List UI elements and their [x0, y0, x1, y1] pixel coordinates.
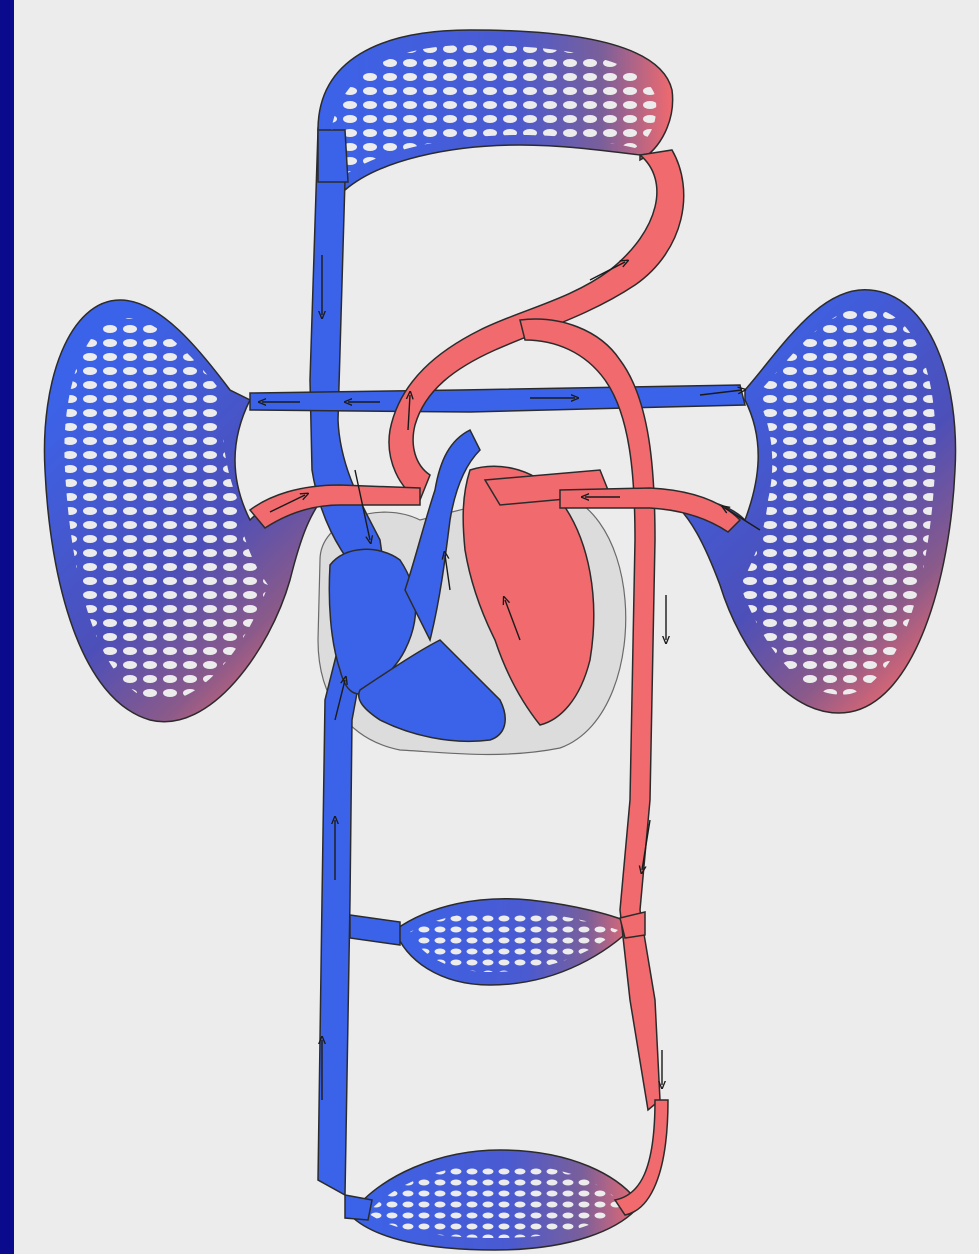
superior-vena-cava [310, 130, 385, 575]
upper-capillary-bed [318, 30, 673, 190]
lower-capillary-bed [350, 1150, 640, 1250]
middle-capillary-bed [395, 899, 635, 985]
